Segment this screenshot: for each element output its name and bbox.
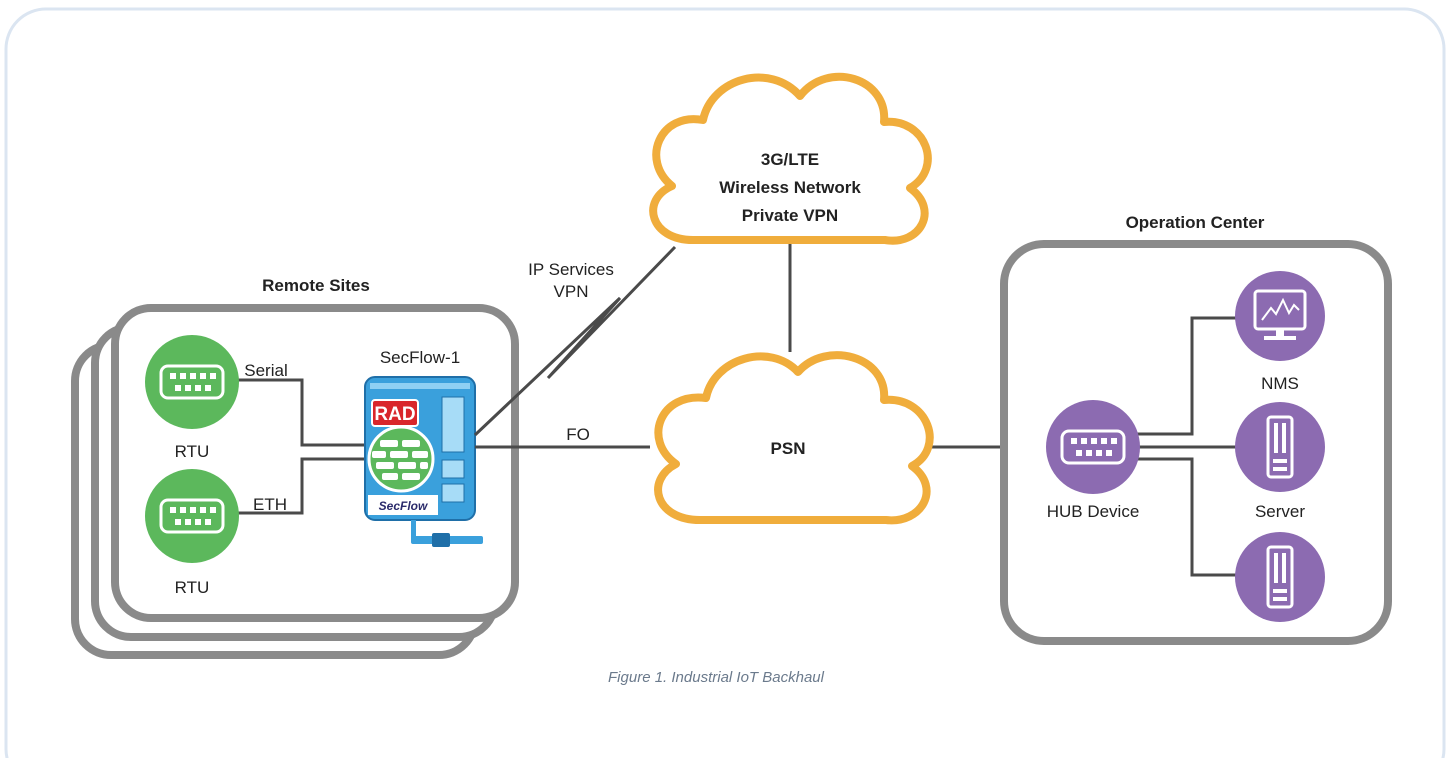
device-cable-connector <box>432 533 450 547</box>
device-panel-small-1 <box>441 459 465 479</box>
serial-port-icon <box>159 364 225 400</box>
rad-logo-text: RAD <box>374 404 415 425</box>
operation-center-links <box>1130 316 1244 577</box>
eth-link <box>237 457 365 515</box>
remote-sites-title: Remote Sites <box>262 276 370 295</box>
rad-logo <box>371 399 419 427</box>
device-brand-strip <box>368 495 438 515</box>
server-node <box>1235 402 1325 492</box>
server-icon <box>1266 415 1294 479</box>
firewall-icon <box>367 425 435 493</box>
operation-center-title: Operation Center <box>1126 213 1265 232</box>
server-label: Server <box>1255 502 1305 521</box>
device-cable-stem <box>411 520 416 542</box>
fo-label: FO <box>566 425 590 444</box>
secflow-device: RAD SecFlow <box>364 376 483 547</box>
hub-device <box>1046 400 1140 494</box>
eth-label: ETH <box>253 495 287 514</box>
server-icon <box>1266 545 1294 609</box>
wireless-cloud-line1: 3G/LTE <box>761 150 819 169</box>
device-top-trim <box>370 383 470 389</box>
wireless-cloud-line2: Wireless Network <box>719 178 861 197</box>
hub-server2-link <box>1130 457 1244 577</box>
psn-cloud <box>654 351 934 525</box>
nms-node <box>1235 271 1325 361</box>
serial-link <box>237 378 365 447</box>
hub-device-label: HUB Device <box>1047 502 1140 521</box>
server-node-2 <box>1235 532 1325 622</box>
serial-label: Serial <box>244 361 287 380</box>
rtu-top <box>145 335 239 429</box>
rtu-bottom <box>145 469 239 563</box>
wireless-cloud-line3: Private VPN <box>742 206 838 225</box>
secflow-device-label: SecFlow-1 <box>380 348 460 367</box>
remote-site-links <box>237 378 365 515</box>
vpn-label-line2: VPN <box>554 282 589 301</box>
psn-cloud-label: PSN <box>771 439 806 458</box>
figure-caption: Figure 1. Industrial IoT Backhaul <box>608 669 825 686</box>
serial-port-icon <box>159 498 225 534</box>
serial-port-icon <box>1060 429 1126 465</box>
wireless-network-cloud <box>649 72 932 245</box>
rtu-bottom-label: RTU <box>175 578 210 597</box>
vpn-wireless-link <box>473 245 677 437</box>
vpn-label-line1: IP Services <box>528 260 614 279</box>
monitor-icon <box>1253 289 1307 340</box>
nms-label: NMS <box>1261 374 1299 393</box>
device-panel-small-2 <box>441 483 465 503</box>
device-panel-tall <box>441 396 465 453</box>
secflow-brand-text: SecFlow <box>379 499 428 513</box>
hub-nms-link <box>1130 316 1244 436</box>
rtu-top-label: RTU <box>175 442 210 461</box>
